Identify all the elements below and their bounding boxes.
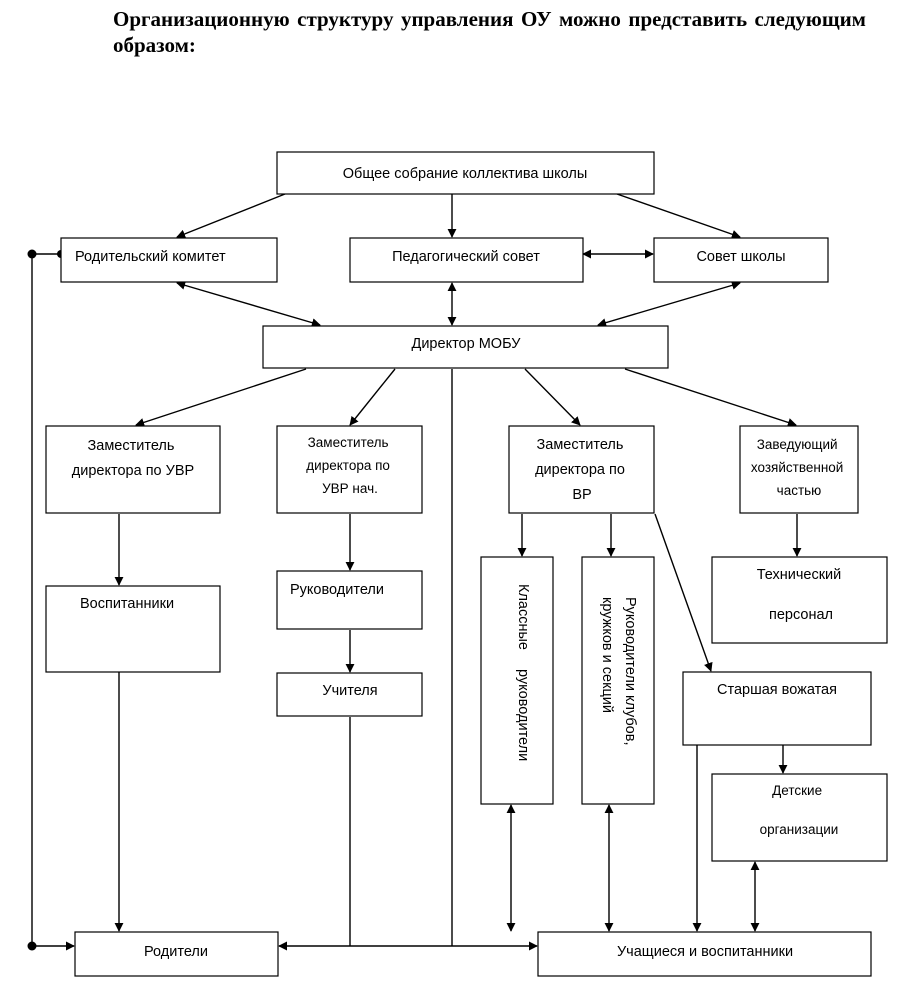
node-teachers: Учителя (276, 672, 423, 717)
node-label: Родительский комитет (75, 249, 226, 265)
node-label-line: директора по УВР (72, 463, 194, 479)
node-pupils-preschool: Воспитанники (45, 585, 221, 673)
node-label: Учителя (322, 683, 377, 699)
node-label-line: Детские (772, 783, 822, 798)
node-leaders: Руководители (276, 570, 423, 630)
edge-school-council-director (597, 280, 741, 328)
node-label-line: руководители (515, 669, 531, 761)
node-director: Директор МОБУ (262, 325, 669, 369)
node-class-teachers: Классные руководители (480, 556, 554, 805)
node-label-line: хозяйственной (751, 460, 843, 475)
node-label-line: Технический (757, 567, 842, 583)
node-label-line: директора по (306, 458, 390, 473)
node-label: Родители (144, 944, 208, 960)
node-label-line: директора по (535, 462, 625, 478)
node-deputy-uvr: Заместитель директора по УВР (45, 425, 221, 514)
node-label: Классные руководители (515, 584, 531, 761)
node-label-line: кружков и секций (599, 597, 615, 713)
node-label: Руководители клубов, кружков и секций (599, 597, 638, 750)
node-deputy-uvr-primary: Заместитель директора по УВР нач. (276, 425, 423, 514)
loop-dot-top-left (27, 249, 37, 259)
edge-director-deputy-vr (524, 368, 581, 426)
node-label: Общее собрание коллектива школы (343, 166, 588, 182)
node-label: Совет школы (696, 249, 785, 265)
node-children-orgs: Детские организации (711, 773, 888, 862)
node-label-line: организации (760, 822, 839, 837)
node-label: Детские организации (760, 783, 839, 837)
node-label-line: Руководители клубов, (622, 597, 638, 745)
node-label: Руководители (290, 582, 384, 598)
node-label-line: Классные (515, 584, 531, 650)
node-label: Воспитанники (80, 596, 174, 612)
node-label-line: Заведующий (757, 437, 838, 452)
node-label: Педагогический совет (392, 249, 540, 265)
edge-director-deputy-uvr-primary (349, 368, 396, 426)
node-label: Учащиеся и воспитанники (617, 944, 793, 960)
node-label: Старшая вожатая (717, 682, 837, 698)
node-club-leaders: Руководители клубов, кружков и секций (581, 556, 655, 805)
edge-meeting-to-parent-committee (176, 193, 286, 239)
node-head-household: Заведующий хозяйственной частью (739, 425, 859, 514)
node-label-line: Заместитель (308, 435, 389, 450)
edge-director-deputy-uvr (135, 368, 307, 427)
node-label: Заместитель директора по УВР (72, 438, 194, 479)
edge-deputy-vr-senior-counselor (654, 513, 713, 672)
node-general-meeting: Общее собрание коллектива школы (276, 151, 655, 195)
node-parents: Родители (74, 931, 279, 977)
node-label: Заведующий хозяйственной частью (751, 437, 847, 498)
node-label-line: ВР (572, 487, 591, 503)
node-deputy-vr: Заместитель директора по ВР (508, 425, 655, 514)
node-parent-committee: Родительский комитет (60, 237, 278, 283)
node-label: Директор МОБУ (412, 336, 522, 352)
connectors (27, 193, 802, 951)
node-label: Заместитель директора по ВР (535, 437, 629, 503)
node-label: Технический персонал (757, 567, 846, 623)
node-label-line: УВР нач. (322, 481, 378, 496)
node-school-council: Совет школы (653, 237, 829, 283)
edge-meeting-to-school-council (616, 193, 741, 239)
edge-parent-committee-director (176, 280, 321, 328)
loop-dot-bottom (27, 941, 37, 951)
node-label-line: частью (777, 483, 822, 498)
node-label-line: Заместитель (88, 438, 175, 454)
node-label-line: Заместитель (537, 437, 624, 453)
page-heading: Организационную структуру управления ОУ … (113, 7, 866, 57)
node-technical-staff: Технический персонал (711, 556, 888, 644)
node-label-line: персонал (769, 607, 833, 623)
node-students: Учащиеся и воспитанники (537, 931, 872, 977)
node-senior-counselor: Старшая вожатая (682, 671, 872, 746)
node-label: Заместитель директора по УВР нач. (306, 435, 393, 496)
edge-director-head-household (624, 368, 797, 427)
node-pedagogical-council: Педагогический совет (349, 237, 584, 283)
